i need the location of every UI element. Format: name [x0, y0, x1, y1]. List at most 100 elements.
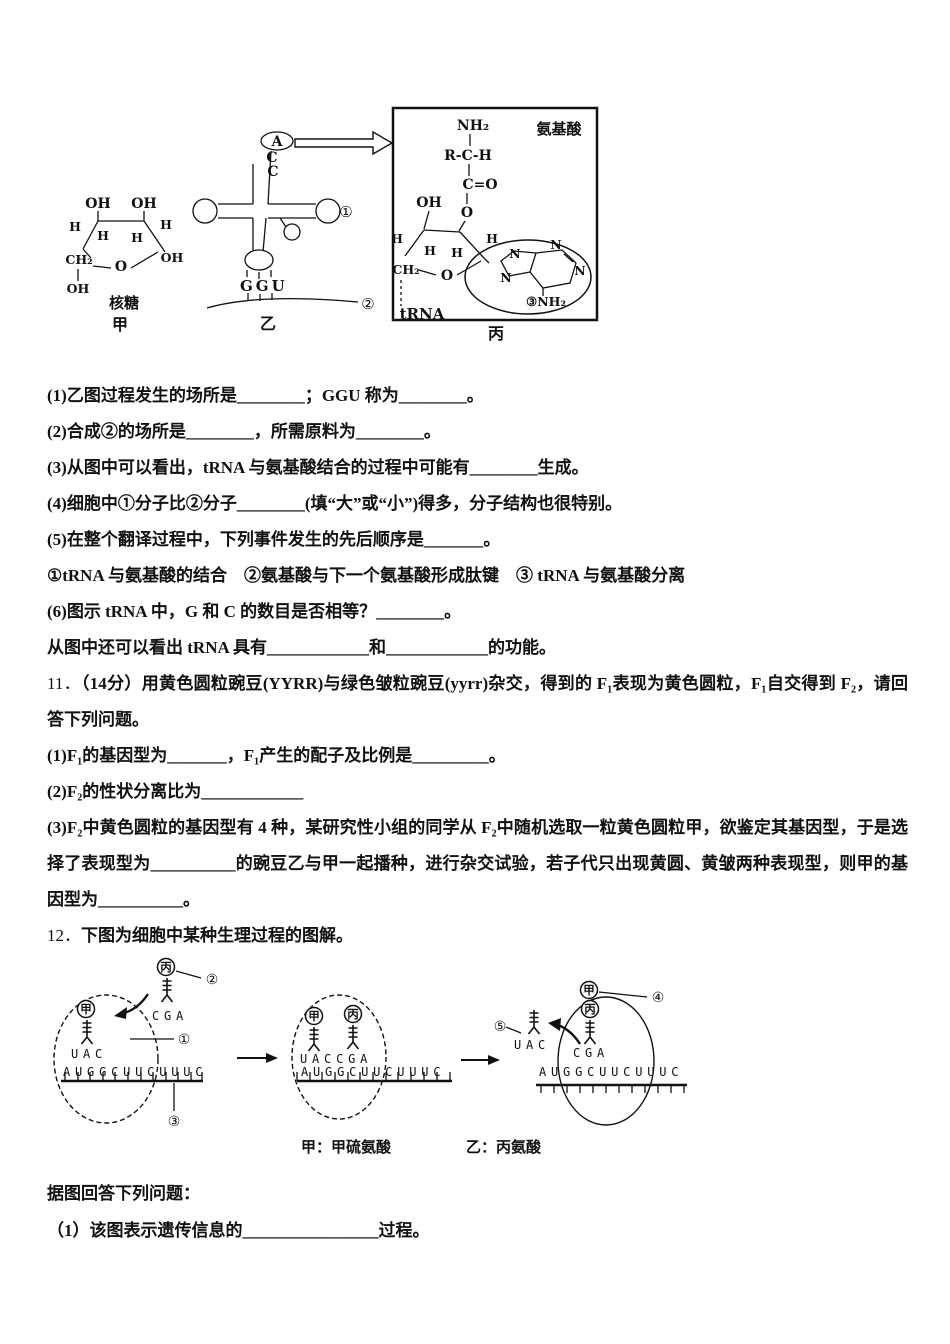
box-bonds — [404, 134, 544, 296]
panel-tag-yi: 乙 — [260, 316, 276, 333]
q11-stem: 11．（14分）用黄色圆粒豌豆(YYRR)与绿色皱粒豌豆(yyrr)杂交，得到的… — [47, 666, 908, 738]
atom-label: O — [115, 259, 127, 275]
figure2-caption: 甲：甲硫氨酸 乙：丙氨酸 — [301, 1138, 542, 1156]
q10-options: ①tRNA 与氨基酸的结合 ②氨基酸与下一个氨基酸形成肽键 ③ tRNA 与氨基… — [47, 566, 686, 585]
atom-label: H — [486, 231, 498, 246]
trna-icon — [80, 1019, 94, 1045]
aminoacid-bing-circle — [156, 957, 176, 977]
atom-label: NH₂ — [457, 118, 489, 134]
aminoacid-jia-label: 甲 — [583, 984, 595, 997]
ribosome-outline — [291, 994, 387, 1120]
acceptor-end-circle — [260, 131, 294, 151]
exit-arrow-head — [548, 1018, 561, 1031]
aminoacid-title: 氨基酸 — [536, 120, 582, 138]
q10-sub5: (5)在整个翻译过程中，下列事件发生的先后顺序是_______。 — [47, 530, 501, 549]
atom-label: N — [574, 263, 585, 278]
trna-anticodon-loop — [244, 249, 274, 271]
atom-label: H — [451, 245, 463, 260]
trna-icon — [583, 1019, 597, 1045]
mrna-ticks — [540, 1085, 685, 1093]
anticodon-uac: UAC — [71, 1047, 107, 1061]
q11-stem-text: （14分）用黄色圆粒豌豆(YYRR)与绿色皱粒豌豆(yyrr)杂交，得到的 F₁… — [47, 674, 908, 729]
aminoacid-jia-circle — [579, 980, 599, 1000]
trna-variable-loop — [283, 223, 301, 241]
panel-tag-jia: 甲 — [112, 316, 128, 334]
atom-label: O — [461, 205, 473, 221]
marker-circle-4: ④ — [652, 991, 665, 1006]
atom-label: H — [424, 243, 436, 258]
ribosome-outline — [557, 996, 655, 1126]
trna-icon — [307, 1026, 321, 1052]
atom-label: OH — [131, 196, 156, 212]
trna-stem-lines — [218, 150, 316, 253]
anticodon-uac: UAC — [514, 1038, 550, 1052]
q11-number: 11． — [47, 674, 81, 693]
caption-jia: 甲：甲硫氨酸 — [301, 1138, 392, 1156]
atom-label: OH — [416, 195, 441, 211]
trna-left-loop — [192, 198, 218, 224]
trna-aminoacid-figure: OH OH H H H H CH₂ O OH OH 核糖 甲 A C C G — [65, 106, 599, 342]
q11-sub1: (1)F₁的基因型为_______，F₁产生的配子及比例是_________。 — [47, 746, 506, 765]
acceptor-base-c: C — [267, 164, 278, 180]
aminoacid-bing-label: 丙 — [584, 1003, 596, 1016]
entry-arrow — [123, 993, 149, 1015]
atom-label: N — [500, 270, 511, 285]
marker2-line — [175, 970, 202, 979]
trna-icon — [346, 1024, 360, 1050]
q10-sub1: (1)乙图过程发生的场所是________；GGU 称为________。 — [47, 386, 484, 405]
marker-circle-2: ② — [206, 973, 219, 988]
panel2-ribosome: 甲 丙 UACCGA AUGGCUUCUUUC — [291, 994, 452, 1120]
atom-label: H — [69, 219, 81, 234]
ribosome-outline — [53, 994, 159, 1124]
anticodon-label: GGU — [240, 277, 288, 295]
q12-stem: 12．下图为细胞中某种生理过程的图解。 — [47, 918, 908, 954]
atom-label: N — [550, 237, 561, 252]
trna-icon — [160, 977, 174, 1003]
atom-label: R-C-H — [444, 148, 492, 164]
anticodon-cga: CGA — [573, 1046, 609, 1060]
aminoacid-box-diagram: NH₂ 氨基酸 R-C-H C=O O OH H H H H CH₂ O tRN… — [391, 106, 599, 342]
arrow-head — [266, 1053, 278, 1063]
mrna-sequence: AUGGCUUCUUUC — [539, 1065, 683, 1079]
atom-label: CH₂ — [392, 262, 419, 277]
anticodon-ticks — [246, 270, 272, 279]
ribose-bonds — [77, 211, 166, 281]
aminoacid-bing-circle — [343, 1004, 363, 1024]
panel3-ribosome: 甲 ④ 丙 CGA ⑤ UAC AUGGCUUCUUUC — [494, 980, 687, 1126]
atom-label: CH₂ — [65, 252, 92, 267]
translation-process-figure: 甲 UAC AUGGCUUCUUUC 丙 CGA ② ① ③ — [53, 957, 687, 1156]
q10-sub6-cont: 从图中还可以看出 tRNA 具有____________和___________… — [47, 638, 557, 657]
q10-sub2: (2)合成②的场所是________，所需原料为________。 — [47, 422, 441, 441]
exit-arrow — [557, 1023, 582, 1045]
base-highlight-ellipse — [464, 239, 592, 315]
step-arrow-1 — [237, 1053, 278, 1063]
atom-label: N — [509, 246, 520, 261]
q10-sub3: (3)从图中可以看出，tRNA 与氨基酸结合的过程中可能有________生成。 — [47, 458, 589, 477]
caption-yi: 乙：丙氨酸 — [466, 1138, 542, 1156]
marker4-line — [598, 991, 648, 998]
q12-prompt: 据图回答下列问题： — [47, 1184, 200, 1203]
question-text-block: (1)乙图过程发生的场所是________；GGU 称为________。 (2… — [47, 378, 908, 954]
marker-circle-3: ③ — [168, 1115, 181, 1130]
q11-sub3: (3)F₂中黄色圆粒的基因型有 4 种，某研究性小组的同学从 F₂中随机选取一粒… — [47, 818, 908, 909]
mrna-ticks — [296, 1072, 451, 1081]
q11-sub2: (2)F₂的性状分离比为____________ — [47, 782, 304, 801]
atom-label: OH — [85, 196, 110, 212]
mrna-curve — [206, 297, 359, 309]
atom-label: H — [97, 228, 109, 243]
mrna-sequence: AUGGCUUCUUUC — [301, 1065, 445, 1079]
ribose-name-label: 核糖 — [109, 294, 139, 312]
aminoacid-bing-label: 丙 — [347, 1008, 359, 1021]
ribose-diagram: OH OH H H H H CH₂ O OH OH 核糖 甲 — [65, 196, 183, 334]
purine-ring — [500, 249, 577, 289]
q10-sub4: (4)细胞中①分子比②分子________(填“大”或“小”)得多，分子结构也很… — [47, 494, 623, 513]
entry-arrow-head — [114, 1007, 127, 1019]
hollow-arrow-icon — [294, 130, 394, 156]
q12-sub1: （1）该图表示遗传信息的________________过程。 — [47, 1221, 430, 1240]
acceptor-base-a: A — [271, 134, 284, 150]
aminoacid-jia-label: 甲 — [308, 1010, 320, 1023]
marker-circle-5: ⑤ — [494, 1020, 507, 1035]
mrna-ticks — [64, 1072, 203, 1081]
box-border — [391, 106, 599, 322]
